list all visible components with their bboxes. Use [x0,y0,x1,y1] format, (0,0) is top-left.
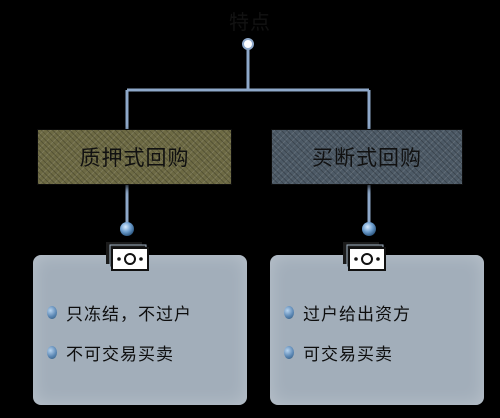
pledge-repo-title: 质押式回购 [79,146,190,170]
bullet-icon [284,345,294,359]
pledge-repo-card: 只冻结，不过户 不可交易买卖 [33,255,247,405]
pledge-repo-box: 质押式回购 [37,129,232,185]
right-connector-ball [362,222,376,236]
bullet-text: 过户给出资方 [303,304,411,325]
list-item: 不可交易买卖 [47,341,192,365]
outright-repo-bullets: 过户给出资方 可交易买卖 [284,301,411,381]
bullet-icon [47,305,57,319]
list-item: 可交易买卖 [284,341,411,365]
outright-repo-card: 过户给出资方 可交易买卖 [270,255,484,405]
money-icon [106,242,149,271]
list-item: 过户给出资方 [284,301,411,325]
bullet-icon [47,345,57,359]
outright-repo-title: 买断式回购 [312,146,422,170]
bullet-text: 不可交易买卖 [66,344,174,365]
list-item: 只冻结，不过户 [47,301,192,325]
root-node-dot [242,38,254,50]
bullet-text: 可交易买卖 [303,344,393,365]
money-icon [343,242,386,271]
left-connector-ball [120,222,134,236]
bullet-text: 只冻结，不过户 [66,304,192,325]
root-title: 特点 [229,10,271,34]
pledge-repo-bullets: 只冻结，不过户 不可交易买卖 [47,301,192,381]
bullet-icon [284,305,294,319]
outright-repo-box: 买断式回购 [271,129,463,185]
